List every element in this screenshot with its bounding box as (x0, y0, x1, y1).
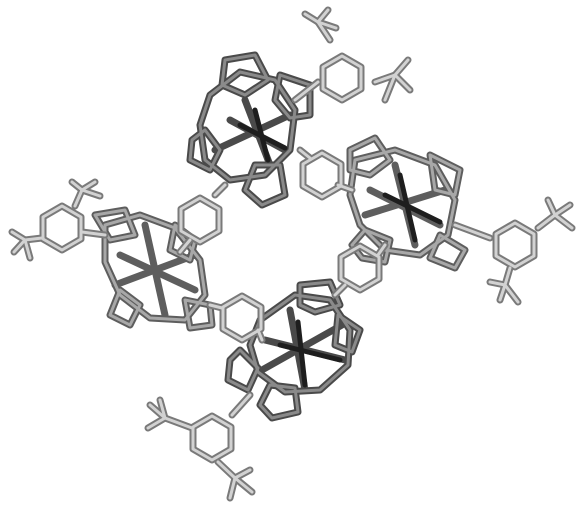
porphyrin-top (186, 6, 414, 209)
porphyrin-left (8, 178, 216, 332)
pyridyl-linkers (176, 146, 389, 344)
porphyrin-bottom (144, 278, 364, 502)
porphyrin-right (346, 134, 576, 306)
